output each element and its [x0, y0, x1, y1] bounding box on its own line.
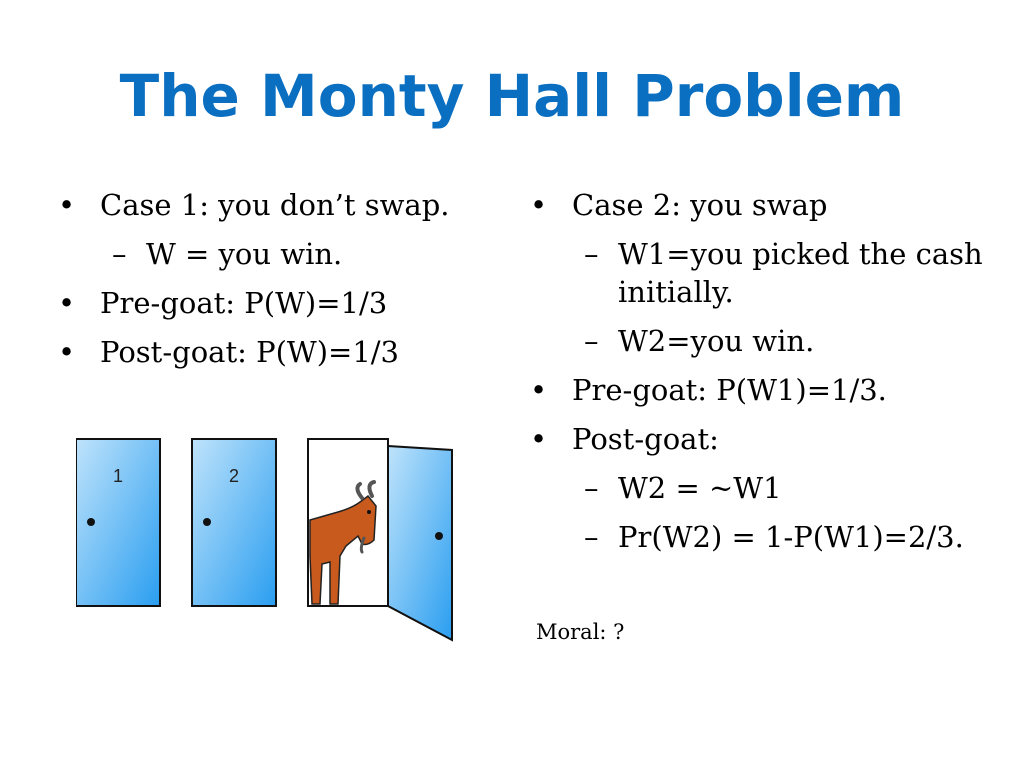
- bullet-marker: •: [58, 335, 76, 369]
- closed-door-1: 1: [76, 438, 161, 607]
- dash-marker: –: [584, 471, 599, 505]
- open-door-panel: [387, 444, 453, 642]
- right-bullet-7: –Pr(W2) = 1-P(W1)=2/3.: [530, 518, 1010, 556]
- bullet-marker: •: [58, 286, 76, 320]
- bullet-text: Pre-goat: P(W)=1/3: [100, 286, 388, 320]
- slide-title: The Monty Hall Problem: [119, 62, 905, 130]
- doors-illustration: 1 2: [76, 438, 453, 642]
- bullet-text: W2=you win.: [618, 324, 815, 358]
- door-number-2: 2: [229, 466, 239, 486]
- right-bullet-6: –W2 = ~W1: [530, 469, 1010, 507]
- moral-text: Moral: ?: [536, 620, 625, 644]
- bullet-text: W = you win.: [146, 237, 343, 271]
- right-bullet-list: •Case 2: you swap–W1=you picked the cash…: [530, 186, 1010, 567]
- bullet-text: W1=you picked the cash initially.: [618, 237, 983, 309]
- left-bullet-list: • Case 1: you don’t swap. –W = you win. • Pr…: [58, 186, 498, 382]
- door-knob-icon: [87, 518, 95, 526]
- right-bullet-5: • Post-goat:: [530, 420, 1010, 458]
- bullet-text: Case 2: you swap: [572, 188, 828, 222]
- bullet-text: Pr(W2) = 1-P(W1)=2/3.: [618, 520, 964, 554]
- bullet-marker: •: [530, 373, 548, 407]
- dash-marker: –: [112, 237, 127, 271]
- open-door-3: [307, 438, 453, 642]
- right-bullet-2: –W1=you picked the cash initially.: [530, 235, 1010, 311]
- left-bullet-2: –W = you win.: [58, 235, 498, 273]
- door-knob-icon: [435, 532, 443, 540]
- left-bullet-4: • Post-goat: P(W)=1/3: [58, 333, 498, 371]
- goat-icon: [309, 480, 377, 605]
- dash-marker: –: [584, 324, 599, 358]
- door-knob-icon: [203, 518, 211, 526]
- bullet-text: Post-goat:: [572, 422, 719, 456]
- dash-marker: –: [584, 520, 599, 554]
- right-bullet-3: –W2=you win.: [530, 322, 1010, 360]
- right-bullet-4: • Pre-goat: P(W1)=1/3.: [530, 371, 1010, 409]
- bullet-text: Post-goat: P(W)=1/3: [100, 335, 400, 369]
- door-number-1: 1: [113, 466, 123, 486]
- left-bullet-3: • Pre-goat: P(W)=1/3: [58, 284, 498, 322]
- bullet-text: W2 = ~W1: [618, 471, 782, 505]
- bullet-marker: •: [58, 188, 76, 222]
- right-bullet-1: • Case 2: you swap: [530, 186, 1010, 224]
- bullet-marker: •: [530, 188, 548, 222]
- left-bullet-1: • Case 1: you don’t swap.: [58, 186, 498, 224]
- bullet-text: Pre-goat: P(W1)=1/3.: [572, 373, 887, 407]
- closed-door-2: 2: [191, 438, 277, 607]
- bullet-text: Case 1: you don’t swap.: [100, 188, 450, 222]
- dash-marker: –: [584, 237, 599, 271]
- bullet-marker: •: [530, 422, 548, 456]
